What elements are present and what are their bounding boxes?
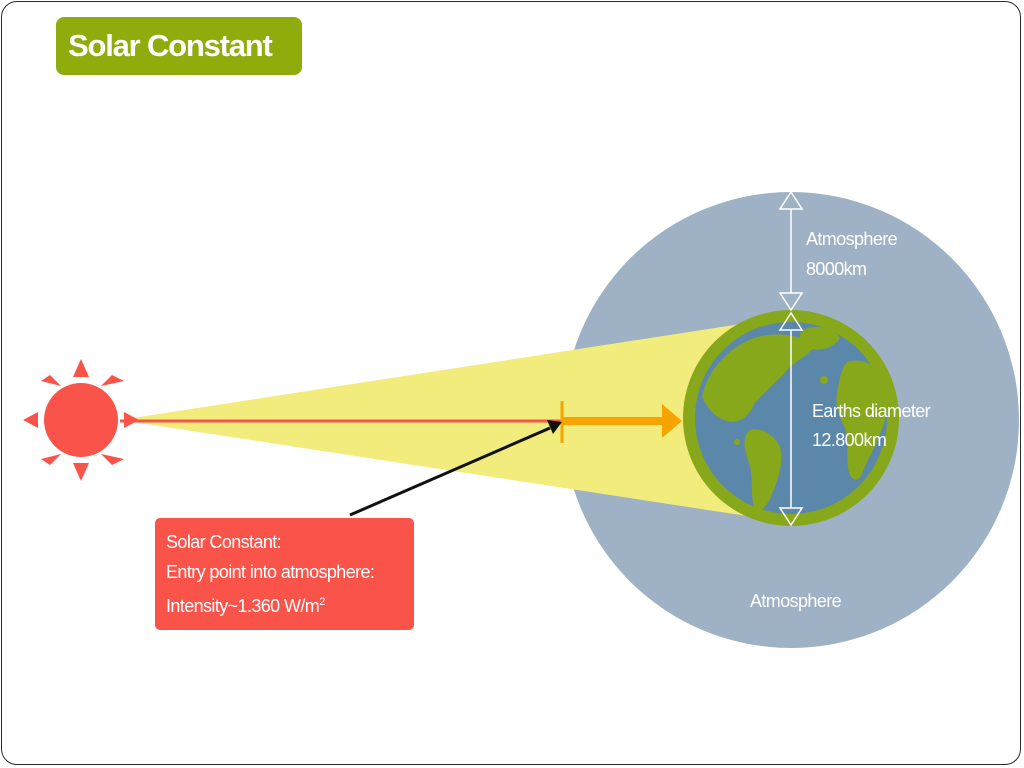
- solar-constant-info-box: Solar Constant: Entry point into atmosph…: [155, 518, 414, 630]
- info-intensity-superscript: 2: [319, 596, 325, 608]
- info-intensity-text: Intensity~1.360 W/m: [166, 596, 320, 616]
- info-entry-point: Entry point into atmosphere:: [166, 562, 375, 582]
- earth-diameter-value: 12.800km: [812, 430, 886, 450]
- earth-diameter-label: Earths diameter: [812, 401, 931, 421]
- earth-diameter-arrow: [778, 311, 804, 527]
- info-heading: Solar Constant:: [166, 532, 282, 552]
- page-title: Solar Constant: [68, 28, 273, 63]
- info-intensity: Intensity~1.360 W/m2: [166, 590, 414, 620]
- pointer-arrow: [349, 420, 562, 517]
- title-badge: Solar Constant: [56, 17, 302, 75]
- sun-icon: [23, 359, 139, 481]
- atmosphere-thickness-arrow: [778, 190, 804, 312]
- light-beam: [120, 312, 791, 524]
- atmosphere-thickness-value: 8000km: [806, 259, 866, 279]
- atmosphere-thickness-label: Atmosphere: [806, 229, 898, 249]
- atmosphere-bottom-label: Atmosphere: [750, 591, 842, 611]
